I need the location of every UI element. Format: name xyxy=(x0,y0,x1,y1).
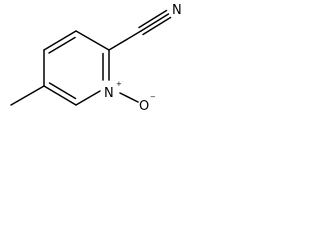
ring-nitrogen-charge: + xyxy=(116,80,122,88)
oxide-oxygen-label: O xyxy=(139,99,149,114)
ring-bond-c3-c4-inner xyxy=(48,36,76,54)
ring-bond-c5-c6-inner xyxy=(48,82,77,100)
ring-bond-c5-c6 xyxy=(43,85,77,106)
ring-bond-c6-n1 xyxy=(75,90,101,106)
triple-bond-line-2 xyxy=(138,9,168,29)
bond-c5-methyl xyxy=(10,85,45,106)
bond-c2-cn xyxy=(108,30,142,51)
ring-bond-c2-c3 xyxy=(75,30,110,51)
ring-nitrogen-label: N xyxy=(104,86,114,101)
nitrile-nitrogen-label: N xyxy=(172,3,182,18)
ring-bond-c3-c4 xyxy=(43,30,77,51)
triple-bond-line-3 xyxy=(142,16,172,36)
oxide-oxygen-charge: − xyxy=(150,93,156,101)
triple-bond-line-1 xyxy=(140,13,170,32)
bond-n-oxide xyxy=(119,92,139,103)
chemical-structure: N N + O − xyxy=(10,3,182,114)
